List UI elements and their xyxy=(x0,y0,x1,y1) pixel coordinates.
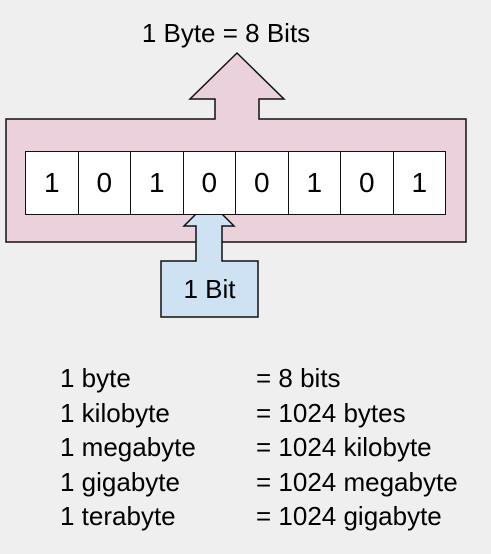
bit-cell: 1 xyxy=(25,151,79,215)
diagram-title: 1 Byte = 8 Bits xyxy=(141,18,311,48)
unit-value: = 8 bits xyxy=(256,363,341,393)
bit-label: 1 Bit xyxy=(183,273,236,304)
bit-cell: 0 xyxy=(235,151,289,215)
unit-row: 1 gigabyte = 1024 megabyte xyxy=(60,465,458,500)
unit-value: = 1024 gigabyte xyxy=(256,501,442,531)
unit-value: = 1024 bytes xyxy=(256,397,406,428)
bit-cell: 1 xyxy=(392,151,446,215)
unit-row: 1 kilobyte = 1024 bytes xyxy=(60,396,458,431)
unit-name: 1 terabyte xyxy=(60,501,176,531)
bit-cell: 0 xyxy=(77,151,131,215)
unit-row: 1 byte = 8 bits xyxy=(60,361,458,396)
unit-row: 1 megabyte = 1024 kilobyte xyxy=(60,430,458,465)
unit-name: 1 byte xyxy=(60,363,131,393)
unit-table: 1 byte = 8 bits 1 kilobyte = 1024 bytes … xyxy=(60,361,458,534)
unit-row: 1 terabyte = 1024 gigabyte xyxy=(60,499,458,534)
unit-name: 1 megabyte xyxy=(60,432,196,462)
bit-cell: 1 xyxy=(130,151,184,215)
bit-cell: 0 xyxy=(340,151,394,215)
unit-name: 1 kilobyte xyxy=(60,397,170,428)
unit-name: 1 gigabyte xyxy=(60,466,180,497)
byte-bit-row: 1 0 1 0 0 1 0 1 xyxy=(25,151,446,215)
bit-cell: 0 xyxy=(182,151,236,215)
bit-cell: 1 xyxy=(287,151,341,215)
bit-callout-arrow xyxy=(160,199,259,318)
unit-value: = 1024 kilobyte xyxy=(256,432,432,462)
unit-value: = 1024 megabyte xyxy=(256,466,458,497)
